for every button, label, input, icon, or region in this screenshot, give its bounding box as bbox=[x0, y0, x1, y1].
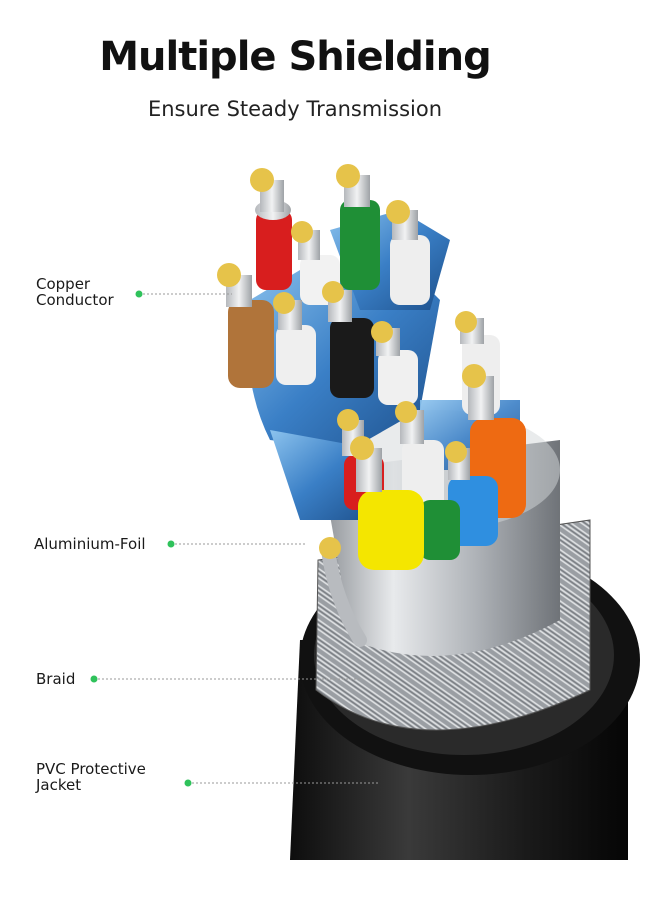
callout-braid bbox=[90, 675, 360, 683]
braid-label: Braid bbox=[36, 671, 75, 687]
callout-jacket bbox=[184, 779, 380, 787]
callout-foil bbox=[167, 540, 306, 548]
page-title: Multiple Shielding bbox=[99, 34, 492, 80]
callout-copper bbox=[135, 290, 232, 298]
aluminium-foil-label: Aluminium-Foil bbox=[34, 536, 146, 552]
callout-dot bbox=[90, 675, 98, 683]
callout-dot bbox=[167, 540, 175, 548]
label-text: Braid bbox=[36, 670, 76, 688]
callout-dot bbox=[184, 779, 192, 787]
insulated-wires bbox=[217, 164, 526, 647]
label-text: Aluminium-Foil bbox=[34, 535, 146, 553]
page-subtitle: Ensure Steady Transmission bbox=[147, 97, 443, 121]
callout-dot bbox=[135, 290, 143, 298]
